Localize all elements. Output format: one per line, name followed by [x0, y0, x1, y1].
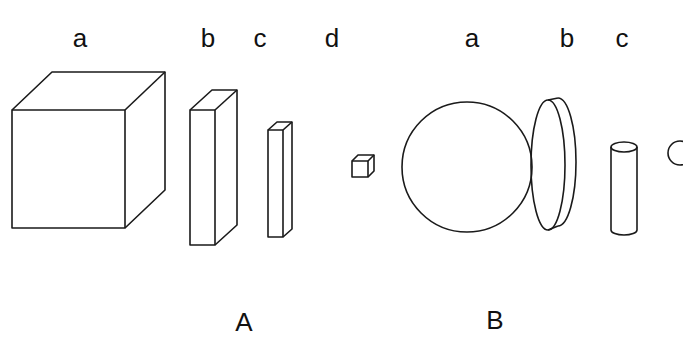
part-letter: c	[616, 25, 629, 51]
part-letter: b	[560, 25, 574, 51]
part-letter: d	[325, 25, 339, 51]
small-circle	[668, 141, 683, 165]
part-letter: a	[465, 25, 479, 51]
disk	[531, 98, 576, 230]
group-label: A	[235, 309, 252, 335]
small-cube	[352, 155, 374, 177]
part-letter: a	[73, 25, 87, 51]
large-circle	[402, 102, 532, 232]
part-letter: b	[201, 25, 215, 51]
large-cube	[12, 72, 165, 228]
bar	[268, 122, 292, 237]
slab	[190, 90, 237, 245]
cylinder	[611, 142, 637, 235]
part-letter: c	[254, 25, 267, 51]
group-label: B	[486, 307, 503, 333]
